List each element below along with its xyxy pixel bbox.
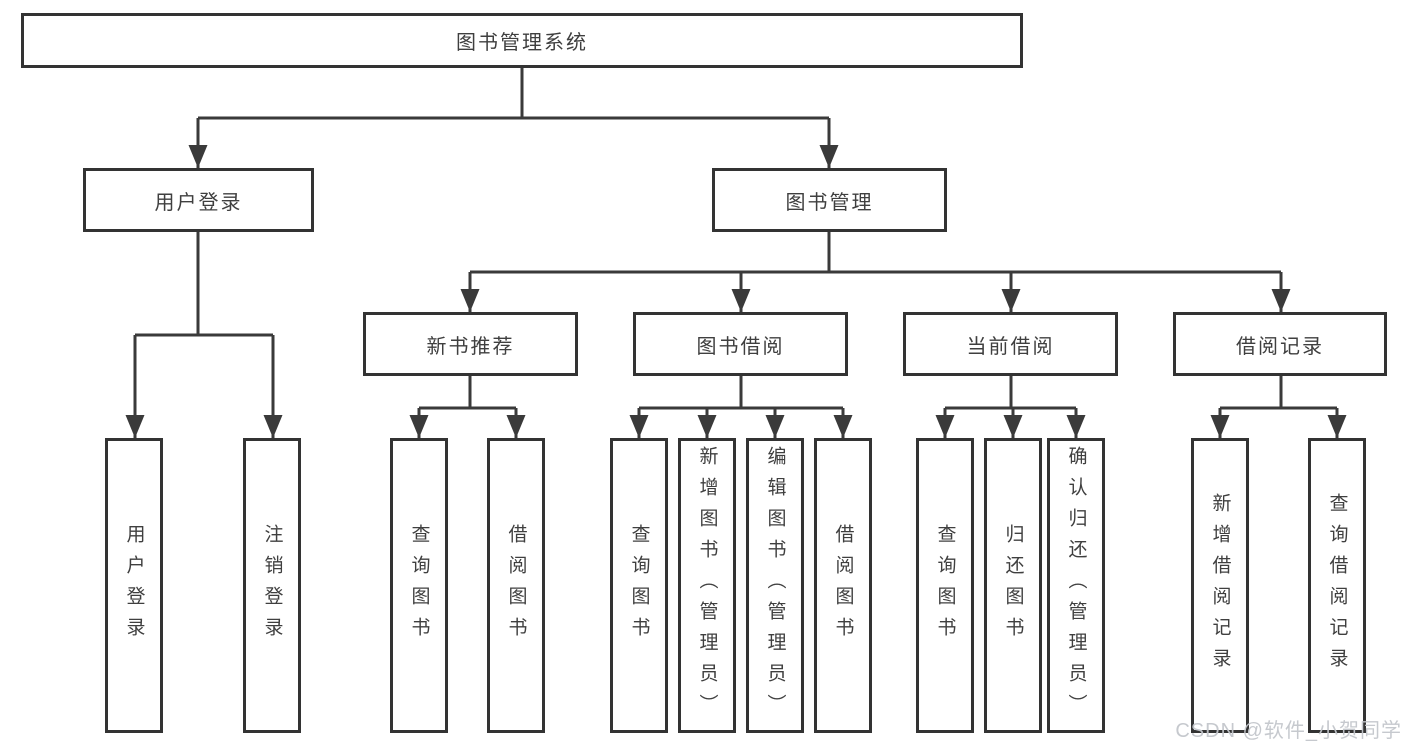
- leaf-recommend-query-books: 查询图书: [390, 438, 448, 733]
- watermark: CSDN @软件_小贺同学: [1175, 720, 1402, 742]
- node-label: 查询借阅记录: [1326, 492, 1348, 679]
- node-current-borrowing: 当前借阅: [903, 312, 1118, 376]
- node-label: 编辑图书（管理员）: [764, 446, 786, 725]
- leaf-records-add-record: 新增借阅记录: [1191, 438, 1249, 733]
- edge-group-root: [188, 68, 839, 168]
- node-label: 归还图书: [1002, 523, 1024, 648]
- node-book-borrowing: 图书借阅: [633, 312, 848, 376]
- node-label: 查询图书: [934, 523, 956, 648]
- node-borrowing-records: 借阅记录: [1173, 312, 1387, 376]
- node-label: 图书借阅: [696, 335, 785, 358]
- edge-lines: [125, 68, 1347, 438]
- node-label: 查询图书: [628, 523, 650, 648]
- node-book-management: 图书管理: [712, 168, 947, 232]
- node-label: 查询图书: [408, 523, 430, 648]
- leaf-borrow-query-books: 查询图书: [610, 438, 668, 733]
- node-label: 图书管理系统: [456, 32, 588, 54]
- node-label: 新增借阅记录: [1209, 492, 1231, 679]
- node-library-system: 图书管理系统: [21, 13, 1023, 68]
- node-label: 新增图书（管理员）: [696, 446, 718, 725]
- node-label: 借阅图书: [505, 523, 527, 648]
- leaf-login-user-login: 用户登录: [105, 438, 163, 733]
- node-label: 借阅记录: [1236, 335, 1324, 358]
- node-new-book-recommendation: 新书推荐: [363, 312, 578, 376]
- edge-group-borrowing-records: [1210, 376, 1347, 438]
- leaf-current-confirm-return-admin: 确认归还（管理员）: [1047, 438, 1105, 733]
- leaf-recommend-borrow-books: 借阅图书: [487, 438, 545, 733]
- node-label: 用户登录: [154, 191, 243, 214]
- leaf-current-query-books: 查询图书: [916, 438, 974, 733]
- node-label: 注销登录: [261, 523, 283, 648]
- node-label: 当前借阅: [966, 335, 1055, 358]
- node-label: 用户登录: [123, 523, 145, 648]
- edge-group-book-management: [460, 232, 1291, 312]
- node-label: 借阅图书: [832, 523, 854, 648]
- edge-group-current-borrowing: [935, 376, 1086, 438]
- leaf-borrow-borrow-books: 借阅图书: [814, 438, 872, 733]
- leaf-borrow-add-books-admin: 新增图书（管理员）: [678, 438, 736, 733]
- node-user-login: 用户登录: [83, 168, 314, 232]
- node-label: 图书管理: [785, 191, 874, 214]
- node-label: 新书推荐: [426, 335, 515, 358]
- edge-group-new-book-recommendation: [409, 376, 526, 438]
- leaf-records-query-record: 查询借阅记录: [1308, 438, 1366, 733]
- leaf-borrow-edit-books-admin: 编辑图书（管理员）: [746, 438, 804, 733]
- leaf-login-logout: 注销登录: [243, 438, 301, 733]
- leaf-current-return-books: 归还图书: [984, 438, 1042, 733]
- edge-group-user-login: [125, 232, 283, 438]
- edge-group-book-borrowing: [629, 376, 853, 438]
- node-label: 确认归还（管理员）: [1065, 446, 1087, 725]
